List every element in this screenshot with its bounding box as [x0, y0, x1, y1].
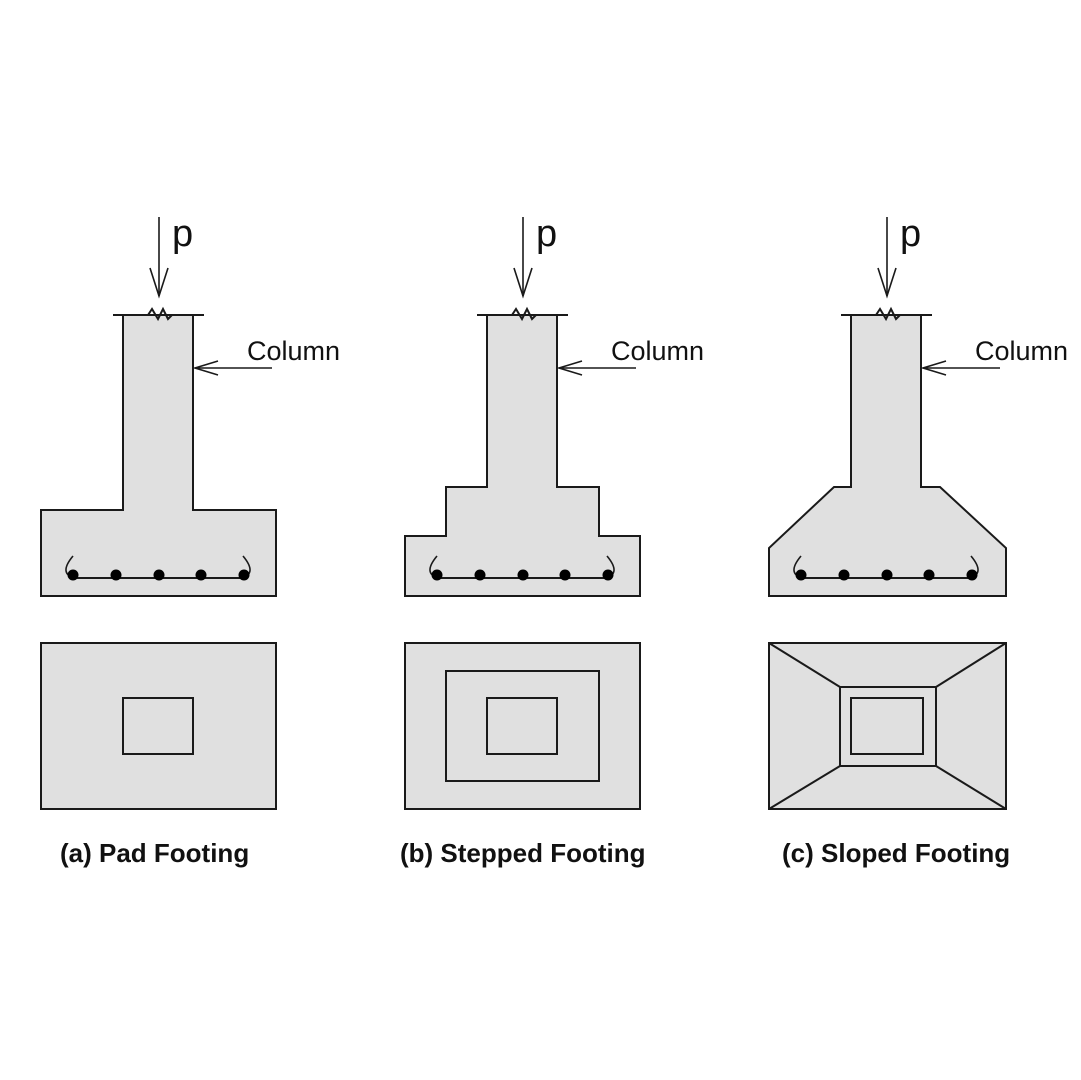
panel-stepped-footing: p Column (b: [400, 213, 704, 868]
rebar-dot: [602, 569, 614, 581]
plan-footing-outline: [40, 642, 277, 810]
rebar-dot: [153, 569, 165, 581]
panel-pad-footing: p Column: [40, 213, 340, 868]
rebar-dot: [238, 569, 250, 581]
load-label: p: [536, 213, 557, 255]
column-label: Column: [975, 336, 1068, 366]
rebar-dots: [431, 569, 614, 581]
column-label: Column: [611, 336, 704, 366]
plan-column-outline: [486, 697, 558, 755]
panel-caption: (b) Stepped Footing: [400, 838, 646, 868]
plan-column-outline: [850, 697, 924, 755]
panel-sloped-footing: p Column: [768, 213, 1068, 868]
rebar-dot: [559, 569, 571, 581]
load-arrow: [149, 217, 169, 299]
rebar-dot: [67, 569, 79, 581]
plan-column-outline: [122, 697, 194, 755]
plan-step-outline: [445, 670, 600, 782]
column-label: Column: [247, 336, 340, 366]
column-break-line: [477, 306, 568, 322]
rebar-dots: [67, 569, 250, 581]
load-arrow: [513, 217, 533, 299]
load-label: p: [900, 213, 921, 255]
load-arrow: [877, 217, 897, 299]
plan-footing-outline: [768, 642, 1007, 810]
elevation-section: [40, 306, 277, 597]
plan-view: [768, 642, 1007, 810]
plan-view: [404, 642, 641, 810]
rebar-dot: [431, 569, 443, 581]
plan-view: [40, 642, 277, 810]
rebar-dot: [110, 569, 122, 581]
rebar-dot: [517, 569, 529, 581]
panel-caption: (c) Sloped Footing: [782, 838, 1010, 868]
rebar-dot: [923, 569, 935, 581]
plan-footing-outline: [404, 642, 641, 810]
plan-slope-edges: [768, 642, 1007, 810]
rebar-dot: [795, 569, 807, 581]
column-break-line: [113, 306, 204, 322]
panel-caption: (a) Pad Footing: [60, 838, 249, 868]
plan-slope-top-outline: [839, 686, 937, 767]
elevation-section: [768, 306, 1007, 597]
column-pointer-arrow: [556, 360, 636, 376]
column-break-line: [841, 306, 932, 322]
rebar-dot: [966, 569, 978, 581]
footing-section-outline: [40, 314, 277, 597]
rebar-dot: [474, 569, 486, 581]
column-pointer-arrow: [920, 360, 1000, 376]
rebar-dot: [838, 569, 850, 581]
elevation-section: [404, 306, 641, 597]
load-label: p: [172, 213, 193, 255]
rebar-dot: [195, 569, 207, 581]
rebar-dot: [881, 569, 893, 581]
column-pointer-arrow: [192, 360, 272, 376]
footing-section-outline: [768, 314, 1007, 597]
footing-section-outline: [404, 314, 641, 597]
rebar-dots: [795, 569, 978, 581]
